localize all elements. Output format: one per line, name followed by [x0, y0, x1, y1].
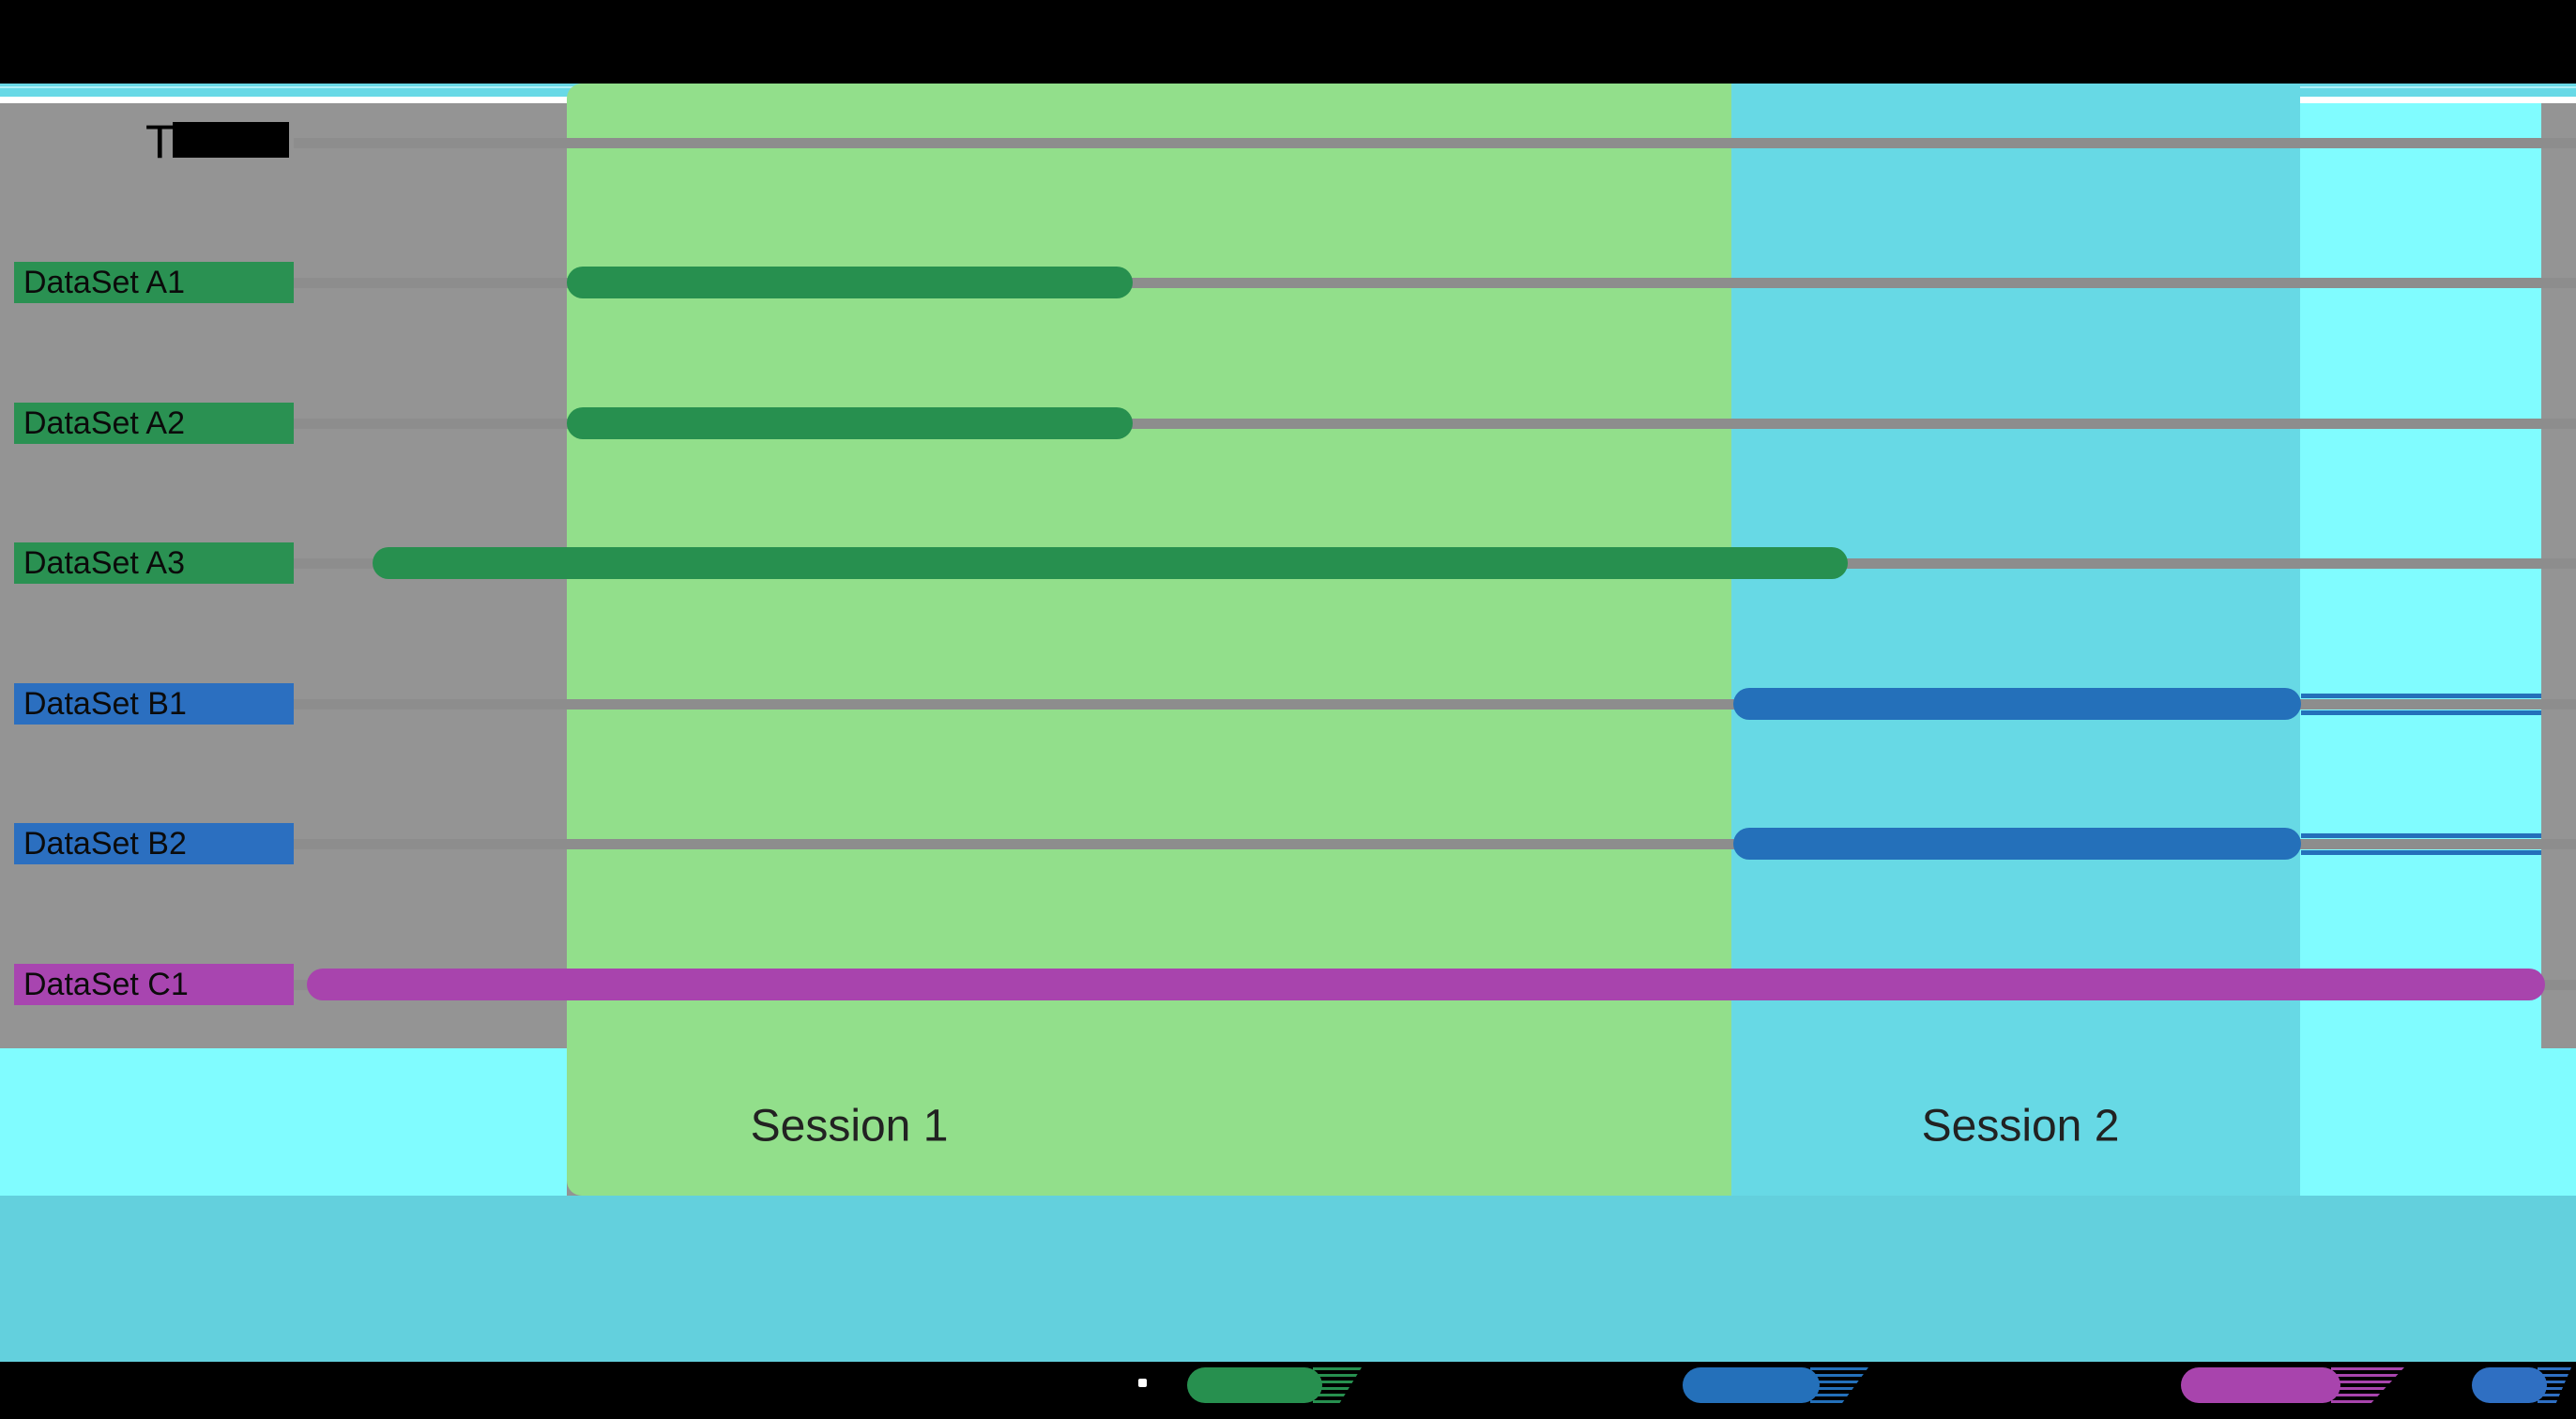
task-header-label: T [145, 115, 175, 168]
row-label-chip: DataSet A2 [14, 403, 294, 444]
task-header-redaction-box [173, 122, 289, 158]
gantt-bar[interactable] [1733, 828, 2301, 860]
row-label-chip: DataSet B1 [14, 683, 294, 725]
series-a-swatch[interactable] [1187, 1367, 1322, 1403]
row-label: DataSet A1 [23, 264, 186, 300]
gantt-bar[interactable] [1733, 688, 2301, 720]
plot-right-margin [2541, 103, 2576, 1048]
series-d-swatch-partial[interactable] [2472, 1367, 2547, 1403]
gantt-bar[interactable] [307, 969, 2545, 1000]
row-label: DataSet A2 [23, 404, 186, 441]
row-track-line [294, 699, 2576, 710]
bar-edge-line [2301, 850, 2541, 855]
series-b-swatch[interactable] [1683, 1367, 1820, 1403]
gantt-bar[interactable] [567, 267, 1133, 298]
row-track-line [294, 419, 2576, 429]
row-label-chip: DataSet A3 [14, 542, 294, 584]
row-label: DataSet C1 [23, 966, 189, 1002]
series-c-swatch[interactable] [2181, 1367, 2340, 1403]
right-lightcyan-band [2300, 103, 2576, 1196]
row-label-chip: DataSet A1 [14, 262, 294, 303]
row-label: DataSet B2 [23, 825, 187, 862]
session2-band [1731, 84, 2300, 1196]
row-label-chip: DataSet C1 [14, 964, 294, 1005]
session1-label: Session 1 [750, 1101, 949, 1152]
row-track-line [294, 278, 2576, 288]
footer-teal-band [0, 1196, 2576, 1362]
top-black-bar [0, 0, 2576, 84]
gantt-bar[interactable] [373, 547, 1848, 579]
row-track-line [294, 138, 2576, 148]
row-track-line [294, 839, 2576, 849]
row-label-chip: DataSet B2 [14, 823, 294, 864]
session1-band [567, 84, 1731, 1196]
bar-edge-line [2301, 833, 2541, 838]
bar-edge-line [2301, 694, 2541, 698]
bar-edge-line [2301, 710, 2541, 715]
gantt-bar[interactable] [567, 407, 1133, 439]
session2-label: Session 2 [1921, 1101, 2120, 1152]
row-label: DataSet B1 [23, 685, 187, 722]
row-label: DataSet A3 [23, 544, 186, 581]
bottom-left-lightcyan [0, 1048, 567, 1196]
legend-white-dot [1138, 1379, 1147, 1387]
